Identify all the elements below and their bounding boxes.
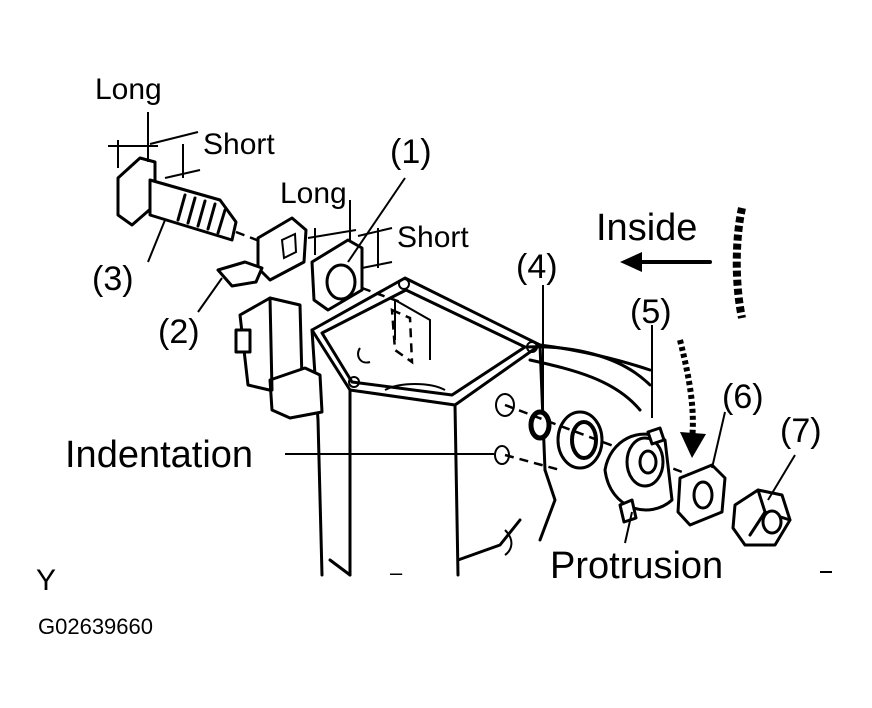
short-dimension-top [149,131,201,179]
short-dimension-mid [357,227,393,269]
bolt-part-3 [116,156,263,244]
indentation-label: Indentation [65,434,253,476]
oil-seal-part-5 [556,410,604,470]
figure-code: G02639660 [38,614,153,639]
long-dimension-mid [307,200,357,255]
inside-direction-arrow [620,252,712,272]
part-number-3: (3) [92,260,134,298]
part-number-1: (1) [390,133,432,171]
washer-part-6 [676,463,727,527]
indent-axis-line [504,453,561,472]
curved-gasket-strip [732,207,746,319]
nut-part-7 [731,488,792,547]
long-label-mid: Long [280,177,347,210]
rotation-arrow [677,339,706,458]
part-number-2: (2) [158,313,200,351]
svg-text:–: – [390,560,403,585]
short-label-mid: Short [397,221,469,254]
part-number-4: (4) [516,248,558,286]
part-number-5: (5) [630,293,672,331]
wire-connector [234,296,324,420]
lock-plate-part-2 [216,216,308,288]
lever-with-protrusion [603,426,674,524]
leader-lines [147,177,832,573]
shaft-axis-line [504,403,691,477]
part-number-7: (7) [780,412,822,450]
o-ring-part-4 [528,409,552,441]
transmission-case: – [310,276,652,585]
view-letter: Y [36,564,56,597]
short-label-top: Short [203,128,275,161]
protrusion-label: Protrusion [550,545,723,587]
long-label-top: Long [95,73,162,106]
part-number-6: (6) [722,378,764,416]
inside-label: Inside [596,207,697,249]
seal-part-1 [310,238,414,365]
long-dimension-top [108,112,158,168]
